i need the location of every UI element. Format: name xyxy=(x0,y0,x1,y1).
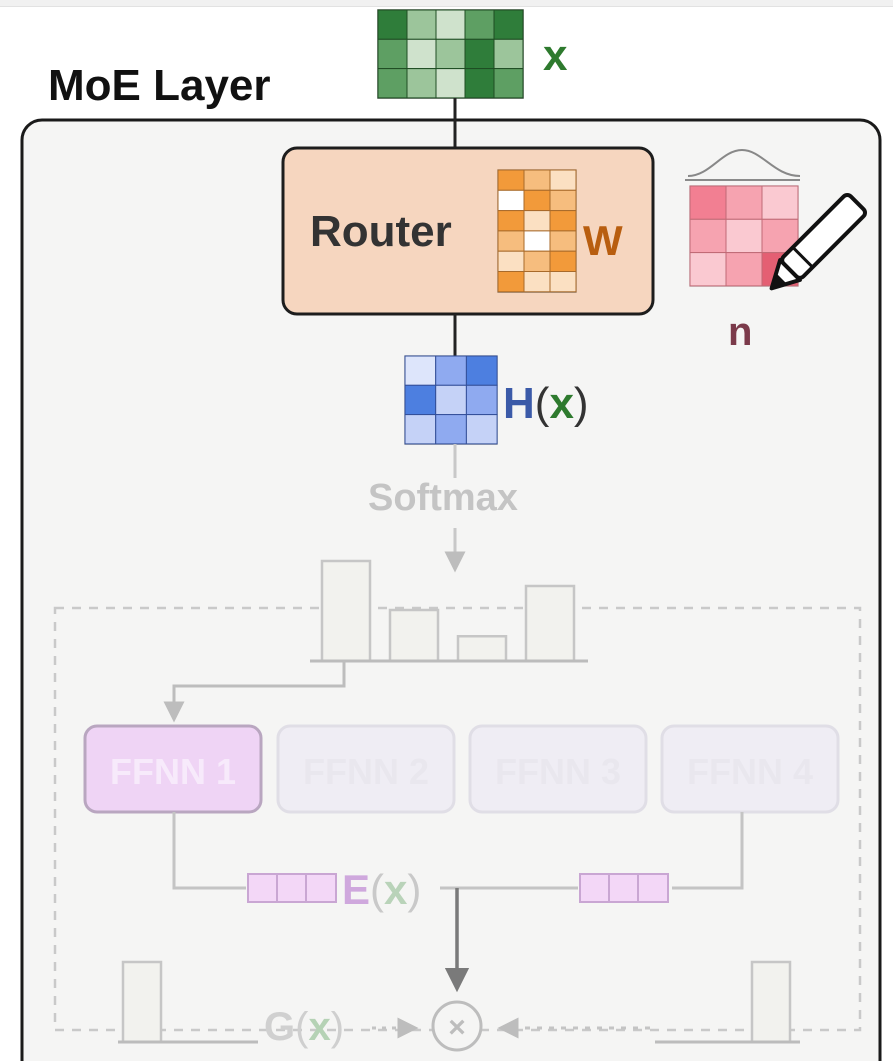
logits-matrix-cell xyxy=(465,384,498,416)
expert-label: FFNN 3 xyxy=(495,751,621,792)
expert-2[interactable]: FFNN 2 xyxy=(276,724,456,814)
input-matrix-cell xyxy=(435,68,466,99)
router-weight-label: W xyxy=(583,217,623,264)
router-weight-matrix xyxy=(497,169,577,293)
logits-matrix-cell xyxy=(435,384,467,416)
expert-label: FFNN 1 xyxy=(110,751,236,792)
router-weight-cell xyxy=(549,271,577,293)
gate-label: G(x) xyxy=(264,1005,344,1049)
noise-matrix-cell xyxy=(725,185,763,220)
noise-label: n xyxy=(728,310,752,354)
noise-matrix-cell xyxy=(761,185,799,220)
expert4-output-line xyxy=(672,812,744,890)
input-matrix-cell xyxy=(406,9,437,40)
logits-matrix-cell xyxy=(404,414,437,445)
expert-box[interactable] xyxy=(276,724,456,814)
router-weight-cell xyxy=(549,169,577,191)
input-matrix-cell xyxy=(377,38,408,70)
distribution-bar xyxy=(524,584,576,663)
experts-row: FFNN 1 FFNN 2 FFNN 3 FFNN 4 xyxy=(83,724,840,814)
logits-label: H(x) xyxy=(503,379,589,428)
distribution-bar xyxy=(320,559,372,663)
moe-layer-box xyxy=(20,118,882,1061)
softmax-label: Softmax xyxy=(368,477,518,519)
noise-bell-curve xyxy=(687,148,801,177)
input-matrix-cell xyxy=(406,68,437,99)
input-matrix-cell xyxy=(464,68,495,99)
router-weight-cell xyxy=(523,250,551,272)
router-label: Router xyxy=(310,207,452,256)
router-weight-cell xyxy=(523,210,551,232)
expert-box[interactable] xyxy=(660,724,840,814)
logits-matrix-cell xyxy=(404,355,437,386)
logits-matrix-cell xyxy=(435,355,467,386)
expert-label: FFNN 2 xyxy=(303,751,429,792)
router-weight-cell xyxy=(523,189,551,212)
input-matrix-cell xyxy=(435,9,466,40)
logits-matrix xyxy=(404,355,498,445)
logits-matrix-cell xyxy=(435,414,467,445)
noise-matrix-cell xyxy=(689,218,727,254)
distribution-bar xyxy=(456,635,508,663)
expert-output-vector-right xyxy=(579,873,669,903)
router-weight-cell xyxy=(497,230,525,252)
logits-matrix-cell xyxy=(465,414,498,445)
expert-output-label: E(x) xyxy=(342,866,421,913)
router-weight-cell xyxy=(549,189,577,212)
router-weight-cell xyxy=(497,210,525,232)
router-weight-cell xyxy=(497,189,525,212)
expert-box[interactable] xyxy=(468,724,648,814)
expert-output-vector-left xyxy=(247,873,337,903)
noise-matrix-cell xyxy=(689,185,727,220)
input-matrix-cell xyxy=(406,38,437,70)
expert-label: FFNN 4 xyxy=(687,751,813,792)
input-matrix-cell xyxy=(464,38,495,70)
moe-layer-title: MoE Layer xyxy=(48,61,271,110)
expert-3[interactable]: FFNN 3 xyxy=(468,724,648,814)
router-weight-cell xyxy=(497,250,525,272)
expert-1[interactable]: FFNN 1 xyxy=(83,724,263,814)
expert-4[interactable]: FFNN 4 xyxy=(660,724,840,814)
input-matrix-cell xyxy=(377,68,408,99)
input-matrix-cell xyxy=(435,38,466,70)
input-matrix xyxy=(377,9,524,99)
router-weight-cell xyxy=(549,210,577,232)
noise-matrix-cell xyxy=(689,252,727,287)
noise-matrix-cell xyxy=(725,218,763,254)
route-arrow xyxy=(163,661,346,723)
router-weight-cell xyxy=(497,169,525,191)
input-label: x xyxy=(543,31,568,80)
multiply-symbol: × xyxy=(448,1011,466,1044)
logits-matrix-cell xyxy=(465,355,498,386)
input-matrix-cell xyxy=(493,68,524,99)
distribution-bar xyxy=(388,608,440,663)
top-rule xyxy=(0,0,893,7)
multiply-icon xyxy=(431,1000,483,1052)
router-weight-cell xyxy=(523,169,551,191)
router-weight-cell xyxy=(549,230,577,252)
router-weight-cell xyxy=(523,271,551,293)
input-matrix-cell xyxy=(464,9,495,40)
router-weight-cell xyxy=(523,230,551,252)
input-matrix-cell xyxy=(493,38,524,70)
logits-matrix-cell xyxy=(404,384,437,416)
noise-matrix-cell xyxy=(725,252,763,287)
router-weight-cell xyxy=(497,271,525,293)
input-matrix-cell xyxy=(493,9,524,40)
gate-bar-right xyxy=(750,960,792,1044)
input-matrix-cell xyxy=(377,9,408,40)
expert1-output-line xyxy=(172,812,246,890)
pencil-icon xyxy=(769,192,868,291)
gate-bar-left xyxy=(121,960,163,1044)
router-weight-cell xyxy=(549,250,577,272)
